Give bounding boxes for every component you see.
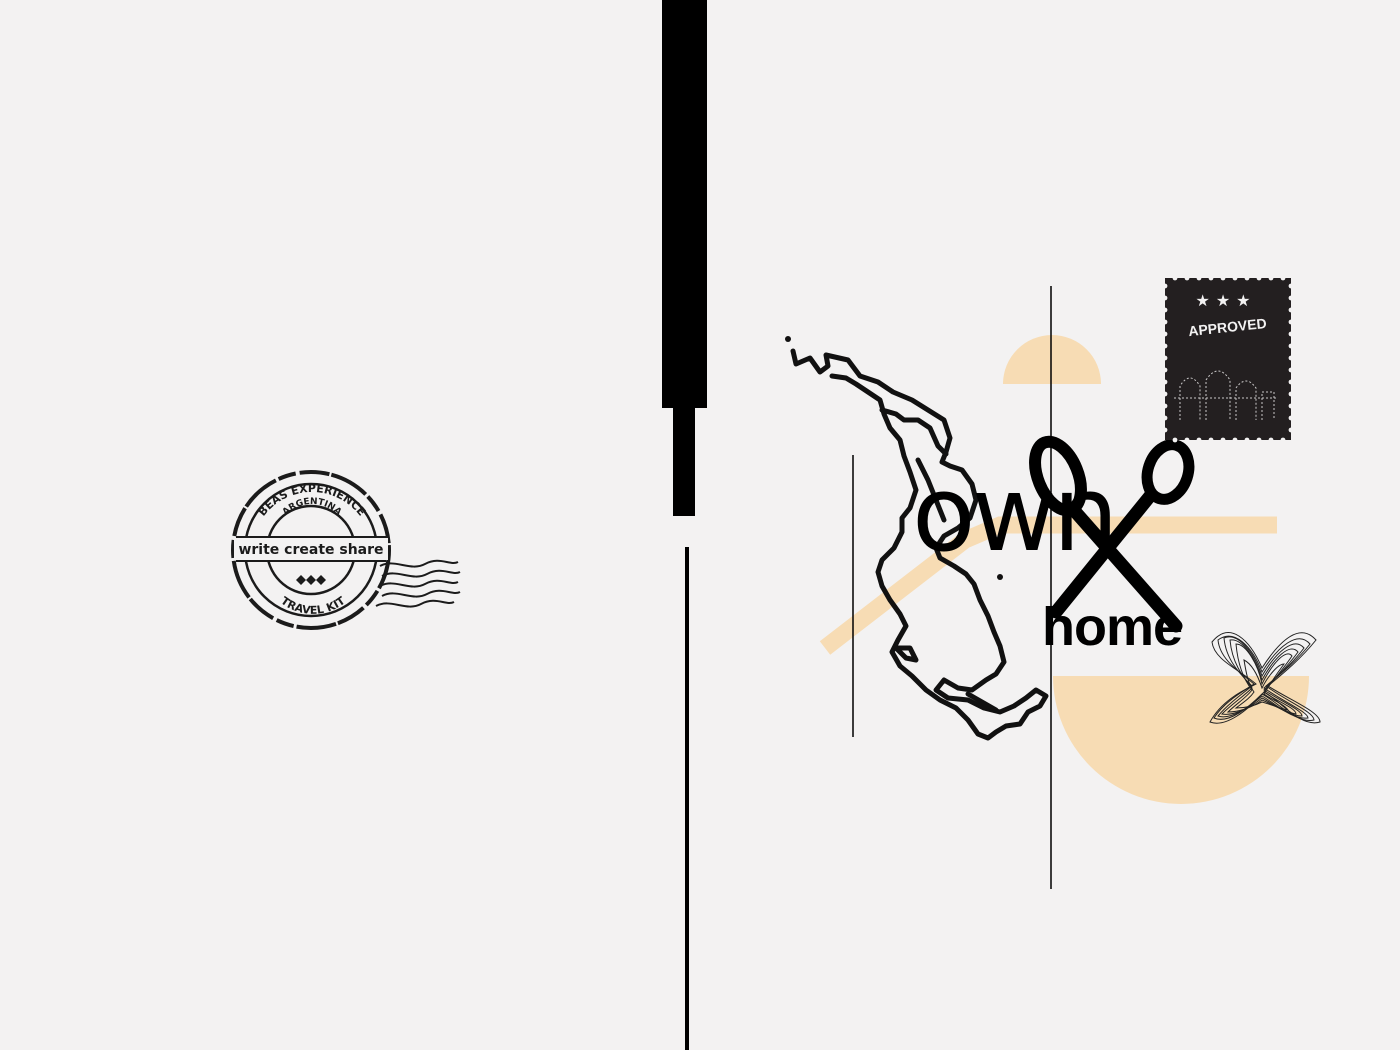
peach-shapes xyxy=(819,335,1309,804)
approved-stamp-icon: ★★★ APPROVED xyxy=(1162,275,1294,443)
right-guide-lines xyxy=(852,286,1052,889)
postmark-dots xyxy=(296,575,326,585)
peach-half-circle-bottom xyxy=(1053,676,1309,804)
divider-thick-bar xyxy=(662,0,707,408)
scissors-icon xyxy=(1029,435,1195,633)
divider-medium-bar xyxy=(673,408,695,516)
argentina-map-icon xyxy=(785,336,1049,741)
peach-angled-band xyxy=(819,516,1277,655)
postmark-wavy-lines xyxy=(375,559,461,608)
approved-stars: ★★★ xyxy=(1195,291,1256,310)
scribble-x-icon xyxy=(1209,632,1321,724)
postmark-icon: BEAS EXPERIENCE ARGENTINA write create s… xyxy=(231,470,461,630)
headline-home: home xyxy=(1042,597,1183,657)
headline-own: own xyxy=(912,453,1119,575)
center-divider xyxy=(662,0,707,1050)
divider-thin-line xyxy=(685,547,689,1050)
stamp-building-sketch xyxy=(1174,370,1276,420)
peach-half-circle-top xyxy=(1003,335,1101,384)
postmark-center-text: write create share xyxy=(238,542,383,558)
